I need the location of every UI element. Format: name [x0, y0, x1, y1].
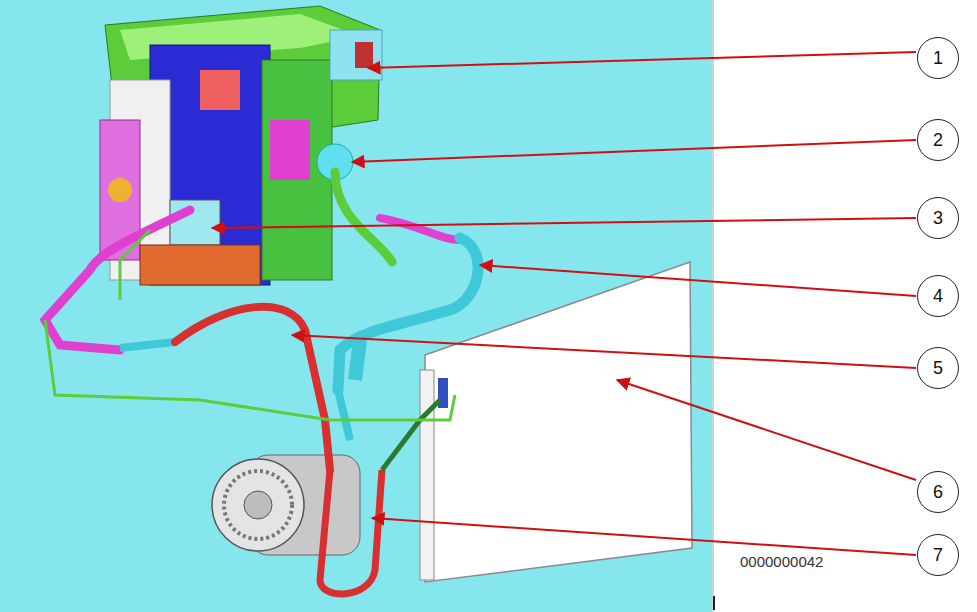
callout-number: 7 — [933, 546, 943, 564]
callout-number: 5 — [933, 359, 943, 377]
callout-number: 4 — [933, 287, 943, 305]
callout-number: 2 — [933, 131, 943, 149]
callout-circle: 5 — [917, 347, 959, 389]
callout-circle: 7 — [917, 534, 959, 576]
callout-circle: 2 — [917, 119, 959, 161]
callout-circle: 3 — [917, 197, 959, 239]
callout-circle: 4 — [917, 275, 959, 317]
callout-number: 1 — [933, 49, 943, 67]
callout-circle: 6 — [917, 471, 959, 513]
figure-number: 0000000042 — [740, 553, 823, 570]
callout-circle: 1 — [917, 37, 959, 79]
callout-number: 6 — [933, 483, 943, 501]
callout-number: 3 — [933, 209, 943, 227]
